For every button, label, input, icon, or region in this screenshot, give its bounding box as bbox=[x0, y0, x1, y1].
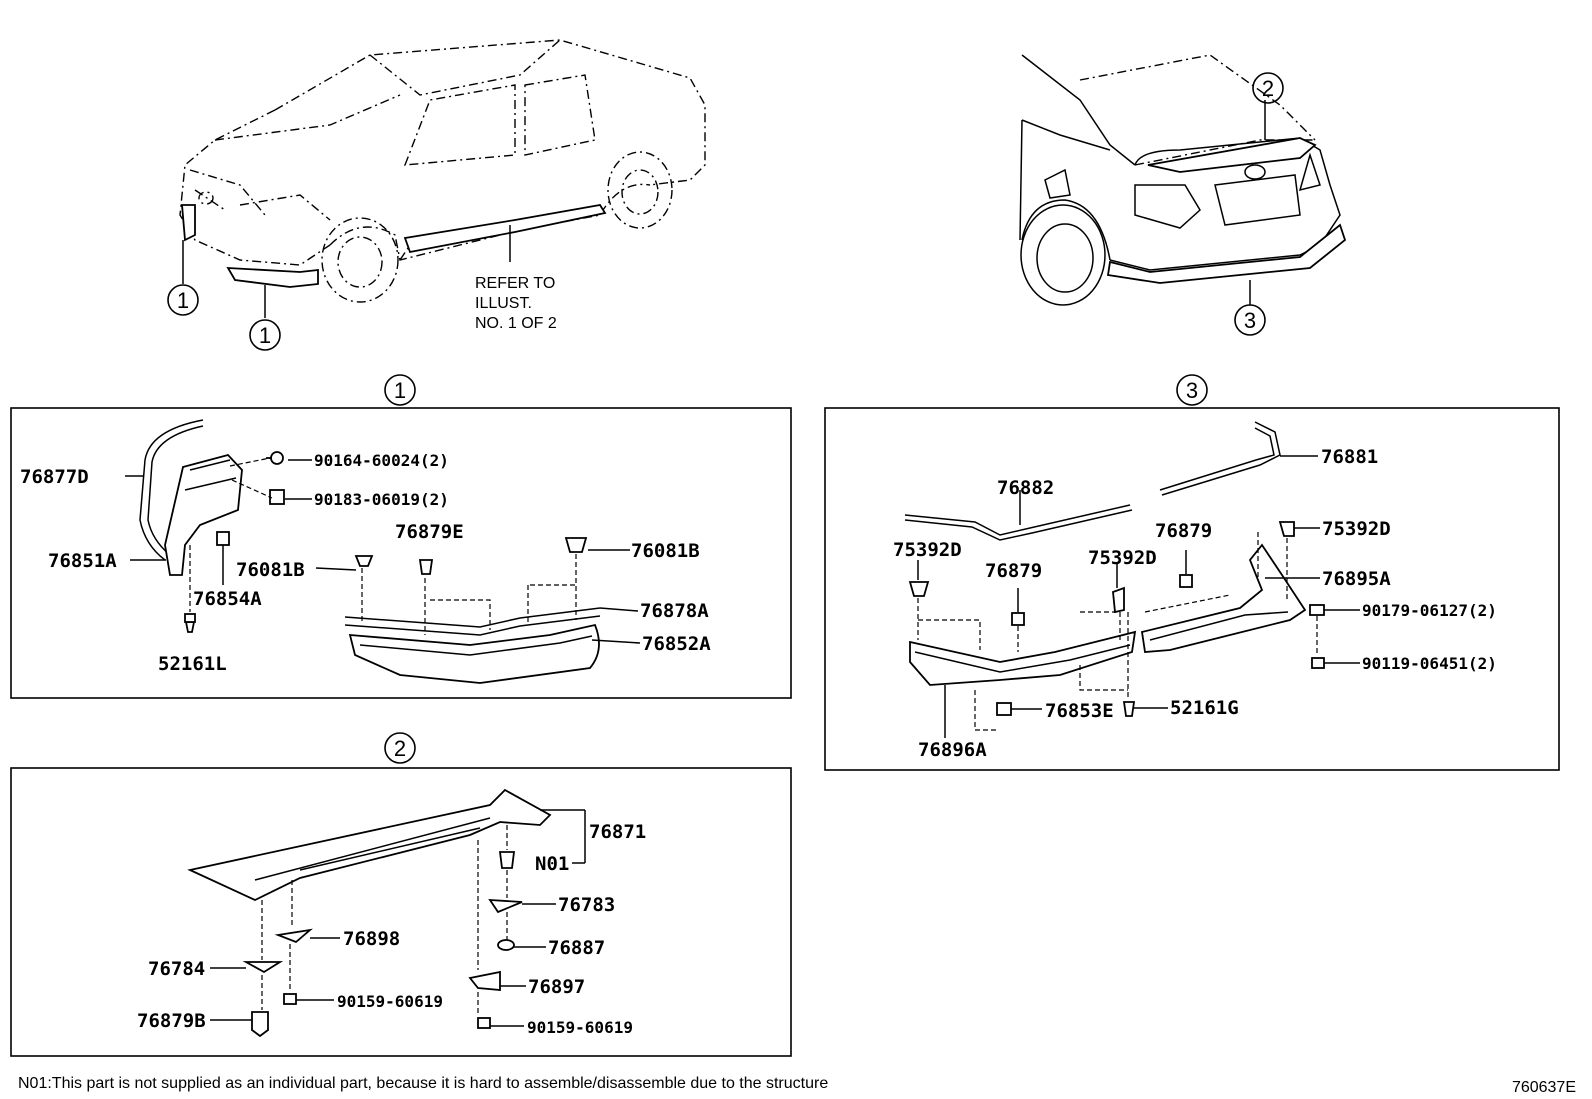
part-76896A: 76896A bbox=[918, 739, 987, 761]
part-76887: 76887 bbox=[548, 937, 605, 959]
svg-text:1: 1 bbox=[394, 378, 406, 403]
part-90159-60619-left: 90159-60619 bbox=[337, 992, 443, 1011]
part-76877D: 76877D bbox=[20, 466, 89, 488]
part-75392D-center: 75392D bbox=[1088, 547, 1157, 569]
part-75392D-left: 75392D bbox=[893, 539, 962, 561]
rear-lower-spoiler-mark bbox=[1106, 223, 1347, 284]
part-76895A: 76895A bbox=[1322, 568, 1391, 590]
callout-1-front-side: 1 bbox=[167, 284, 199, 316]
part-76081B-right: 76081B bbox=[631, 540, 700, 562]
svg-text:NO. 1 OF 2: NO. 1 OF 2 bbox=[475, 315, 557, 332]
refer-note: REFER TO ILLUST. NO. 1 OF 2 bbox=[475, 275, 557, 332]
side-mudguard-mark bbox=[403, 204, 607, 254]
panel-1-title: 1 bbox=[384, 374, 416, 406]
part-90119-06451: 90119-06451(2) bbox=[1362, 654, 1497, 673]
rear-car-illustration bbox=[1019, 54, 1347, 306]
part-76081B-left: 76081B bbox=[236, 559, 305, 581]
part-76897: 76897 bbox=[528, 976, 585, 998]
panel-3-frame bbox=[824, 407, 1560, 771]
part-76879-mid: 76879 bbox=[1155, 520, 1212, 542]
part-76898: 76898 bbox=[343, 928, 400, 950]
panel-2-drawing bbox=[187, 788, 586, 1038]
part-52161G: 52161G bbox=[1170, 697, 1239, 719]
panel-2-labels: 76871 N01 76783 76898 76887 76784 76897 … bbox=[137, 821, 646, 1037]
svg-text:2: 2 bbox=[1262, 76, 1274, 101]
part-76882: 76882 bbox=[997, 477, 1054, 499]
panel-2-frame bbox=[10, 767, 792, 1057]
panel-1-drawing bbox=[125, 419, 641, 684]
front-car-illustration bbox=[179, 39, 706, 318]
panel-1-frame bbox=[10, 407, 792, 699]
callout-3-rear-lower: 3 bbox=[1234, 304, 1266, 336]
part-90164-60024: 90164-60024(2) bbox=[314, 451, 449, 470]
part-52161L: 52161L bbox=[158, 653, 227, 675]
part-76783: 76783 bbox=[558, 894, 615, 916]
panel-3-title: 3 bbox=[1176, 374, 1208, 406]
part-76871: 76871 bbox=[589, 821, 646, 843]
panel-2-title: 2 bbox=[384, 732, 416, 764]
panel-3-drawing bbox=[904, 421, 1360, 738]
callout-1-front-lower: 1 bbox=[249, 319, 281, 351]
svg-text:3: 3 bbox=[1244, 308, 1256, 333]
front-lower-spoiler-mark bbox=[226, 267, 319, 288]
part-90159-60619-right: 90159-60619 bbox=[527, 1018, 633, 1037]
part-90183-06019: 90183-06019(2) bbox=[314, 490, 449, 509]
panel-1-labels: 76877D 90164-60024(2) 90183-06019(2) 768… bbox=[20, 451, 711, 675]
svg-text:ILLUST.: ILLUST. bbox=[475, 295, 532, 312]
svg-text:1: 1 bbox=[259, 323, 271, 348]
part-76879E: 76879E bbox=[395, 521, 464, 543]
diagram-id: 760637E bbox=[1512, 1079, 1576, 1096]
svg-text:REFER TO: REFER TO bbox=[475, 275, 555, 292]
rear-spoiler-mark bbox=[1147, 137, 1317, 173]
part-N01: N01 bbox=[535, 853, 569, 875]
part-75392D-right: 75392D bbox=[1322, 518, 1391, 540]
part-76879B: 76879B bbox=[137, 1010, 206, 1032]
part-76853E: 76853E bbox=[1045, 700, 1114, 722]
svg-text:3: 3 bbox=[1186, 378, 1198, 403]
part-90179-06127: 90179-06127(2) bbox=[1362, 601, 1497, 620]
svg-text:1: 1 bbox=[177, 288, 189, 313]
front-corner-spoiler-mark bbox=[181, 204, 196, 242]
panel-3-labels: 76881 76882 75392D 76879 75392D 75392D 7… bbox=[893, 446, 1497, 761]
part-76784: 76784 bbox=[148, 958, 205, 980]
callout-2-rear-spoiler: 2 bbox=[1252, 72, 1284, 104]
part-76879-left: 76879 bbox=[985, 560, 1042, 582]
part-76851A: 76851A bbox=[48, 550, 117, 572]
svg-text:2: 2 bbox=[394, 736, 406, 761]
footnote-n01: N01:This part is not supplied as an indi… bbox=[18, 1075, 828, 1092]
part-76852A: 76852A bbox=[642, 633, 711, 655]
part-76881: 76881 bbox=[1321, 446, 1378, 468]
part-76878A: 76878A bbox=[640, 600, 709, 622]
part-76854A: 76854A bbox=[193, 588, 262, 610]
